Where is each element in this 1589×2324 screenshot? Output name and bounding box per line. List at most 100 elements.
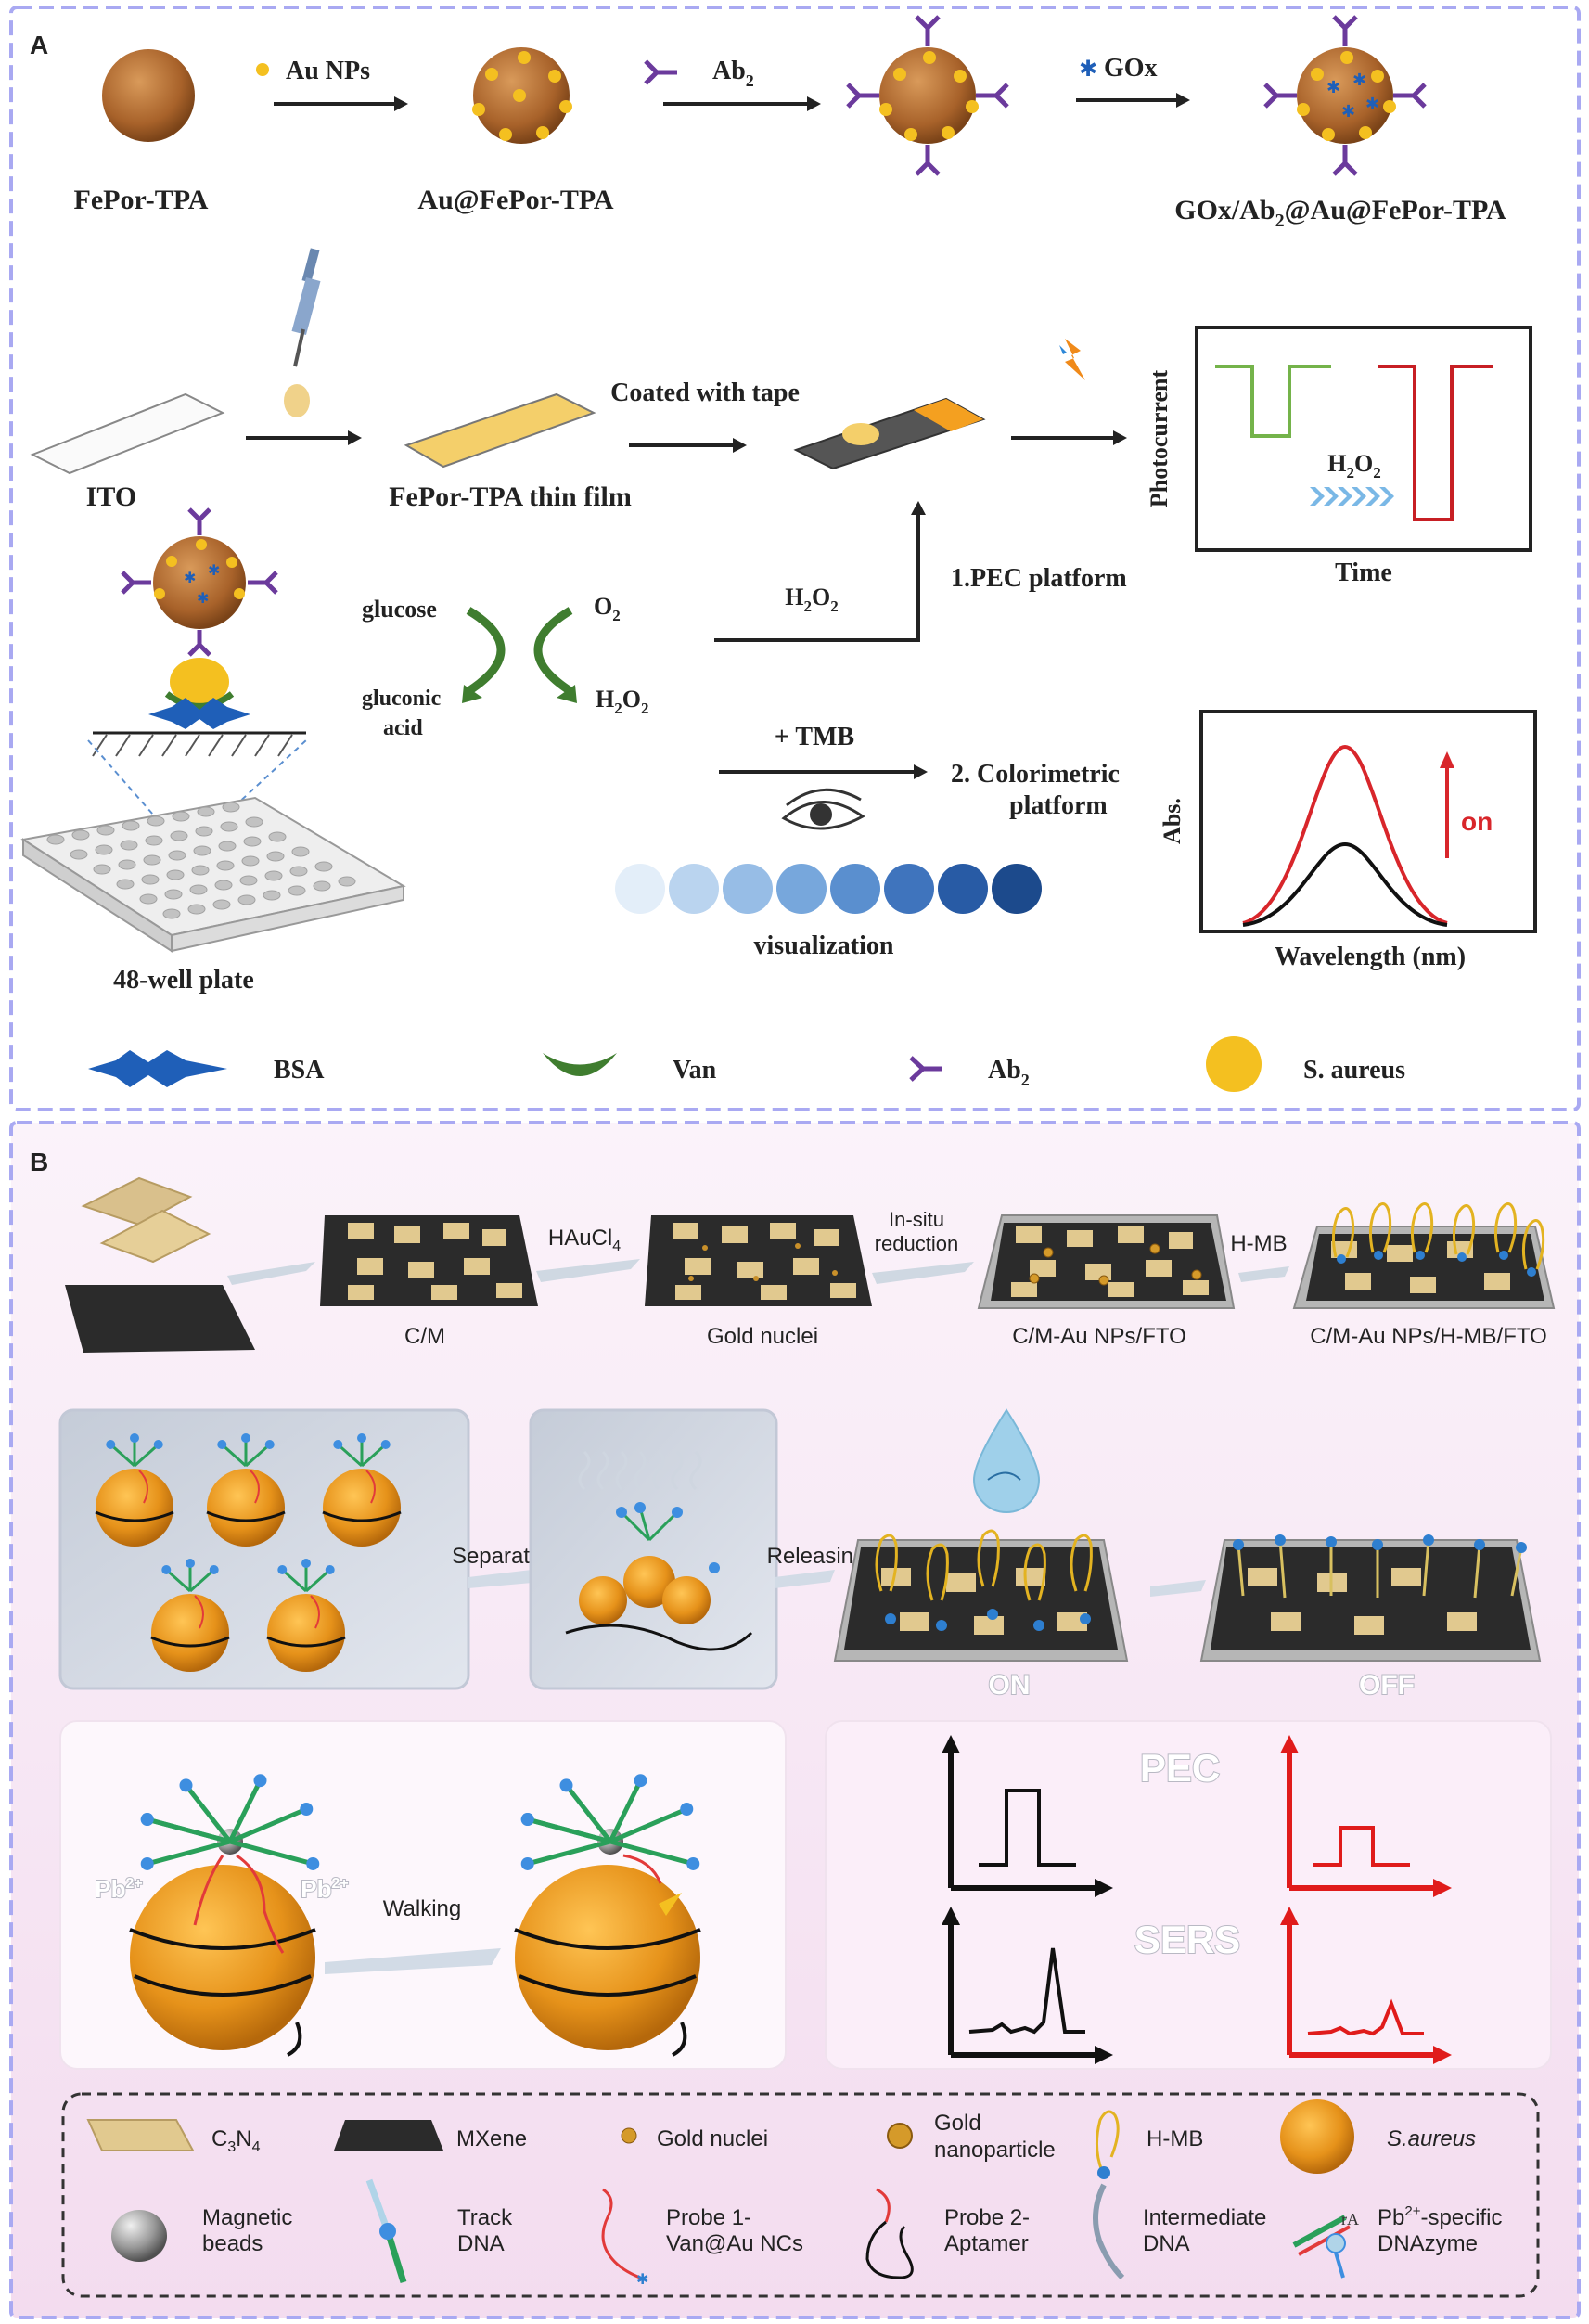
- legend-s-aureus: S. aureus: [1303, 1056, 1405, 1085]
- well: [268, 831, 287, 842]
- walker-arm: [337, 1443, 363, 1468]
- ab2-icon: [644, 59, 677, 85]
- gold-np-icon: [887, 2123, 913, 2149]
- walker-arm: [609, 1839, 694, 1867]
- walker-arm-end: [357, 1433, 366, 1443]
- walker-arm: [229, 1806, 308, 1844]
- label-insitu-2: reduction: [875, 1232, 959, 1255]
- wave-icon: [1310, 487, 1394, 506]
- c3n4-icon: [86, 2119, 195, 2151]
- well: [187, 904, 206, 915]
- abs-red-curve: [1242, 744, 1448, 925]
- legend-saureus: S.aureus: [1387, 2126, 1476, 2151]
- track-dna-icon: [365, 2178, 407, 2284]
- walker-arm-end: [106, 1440, 116, 1450]
- legend-mxene: MXene: [456, 2126, 527, 2151]
- walker-arm-end: [140, 1813, 154, 1827]
- ab2-au-fepor-particle: [846, 15, 1009, 176]
- label-sers: SERS: [1134, 1918, 1240, 1961]
- well: [288, 885, 306, 896]
- light-bolt-icon: [1059, 339, 1085, 380]
- svg-text:✱: ✱: [184, 569, 196, 586]
- well: [218, 841, 237, 852]
- photocurrent-green-trace: [1215, 365, 1331, 438]
- ab2-legend-icon: [909, 1056, 942, 1082]
- walker-arm: [281, 1568, 307, 1593]
- walker-arm-end: [153, 1440, 163, 1450]
- pec-on-trace: [979, 1789, 1076, 1867]
- cm-au-hmb-fto-electrode: [1292, 1202, 1556, 1309]
- sample-box-left: [58, 1408, 470, 1690]
- svg-text:✱: ✱: [208, 561, 220, 579]
- label-gluconic: gluconic: [362, 687, 442, 711]
- label-h2o2-product: H2O2: [596, 686, 648, 717]
- well: [96, 825, 115, 836]
- walker-arm-end: [130, 1433, 139, 1443]
- visualization-color-scale: [615, 864, 1042, 914]
- pec-off-trace: [1313, 1826, 1410, 1867]
- well: [147, 815, 165, 827]
- legend-probe2-1: Probe 2-: [944, 2205, 1030, 2230]
- label-haucl4: HAuCl4: [548, 1226, 621, 1254]
- visualization-dot: [615, 864, 665, 914]
- walker-arm-end: [680, 1803, 694, 1816]
- water-drop-icon: [972, 1408, 1041, 1513]
- label-au-fepor-tpa: Au@FePor-TPA: [417, 185, 614, 215]
- cm-sheet: [320, 1215, 538, 1306]
- walker-arm-end: [686, 1856, 700, 1870]
- gox-ab2-au-fepor-particle: ✱✱✱✱: [1263, 15, 1427, 176]
- raw-materials: [65, 1176, 255, 1353]
- eye-icon: [781, 788, 865, 830]
- svg-text:✱: ✱: [1341, 102, 1355, 122]
- legend-dnazyme-1: Pb2+-specific: [1378, 2203, 1503, 2230]
- label-on: on: [1461, 807, 1493, 836]
- label-o2: O2: [594, 593, 621, 624]
- well: [162, 908, 181, 919]
- walker-arm: [147, 1817, 231, 1844]
- well: [241, 855, 260, 867]
- well: [214, 880, 233, 891]
- absorbance-frame: [1199, 710, 1537, 933]
- well: [216, 860, 235, 871]
- walker-arm: [134, 1443, 160, 1468]
- legend-inter-1: Intermediate: [1143, 2205, 1266, 2230]
- walker-arm-end: [209, 1565, 219, 1575]
- well: [172, 811, 190, 822]
- ito-slide: [30, 392, 225, 475]
- well: [116, 879, 135, 890]
- label-photocurrent: Photocurrent: [1146, 370, 1173, 508]
- walker-arm-end: [161, 1565, 172, 1575]
- legend-gold-np-2: nanoparticle: [934, 2138, 1056, 2163]
- walker-arm: [245, 1443, 271, 1468]
- legend-track-2: DNA: [457, 2231, 505, 2256]
- well: [289, 866, 308, 877]
- well: [263, 890, 281, 901]
- panel-b: B C/M HAuCl4 Gol: [9, 1121, 1581, 2319]
- well: [245, 816, 263, 828]
- legend-b-frame: [61, 2092, 1540, 2298]
- legend-a: BSA Van Ab2 S. aureus: [88, 1036, 1405, 1092]
- walker-arm-end: [301, 1559, 311, 1568]
- label-cm-au-hmb-fto: C/M-Au NPs/H-MB/FTO: [1310, 1324, 1547, 1349]
- label-48-well-plate: 48-well plate: [113, 966, 254, 995]
- well: [314, 861, 333, 872]
- walker-arm-end: [217, 1440, 227, 1450]
- photocurrent-red-trace: [1378, 365, 1493, 521]
- well-plate: [20, 796, 406, 953]
- label-pec-platform: 1.PEC platform: [951, 564, 1127, 593]
- walker-arm-end: [140, 1856, 154, 1870]
- visualization-dot: [938, 864, 988, 914]
- pec-off-plot: [1280, 1735, 1452, 1897]
- panel-b-letter: B: [30, 1148, 48, 1176]
- walker-arm: [165, 1568, 191, 1593]
- probe-strand: [138, 1470, 148, 1504]
- label-abs: Abs.: [1159, 798, 1185, 844]
- bacterium-band: [150, 1636, 230, 1648]
- well: [291, 846, 310, 857]
- walker-arm: [564, 1783, 612, 1843]
- walker-arm: [189, 1568, 215, 1593]
- pec-on-plot: [942, 1735, 1113, 1897]
- legend-ab2: Ab2: [988, 1056, 1030, 1089]
- well: [237, 894, 256, 905]
- well: [212, 899, 231, 910]
